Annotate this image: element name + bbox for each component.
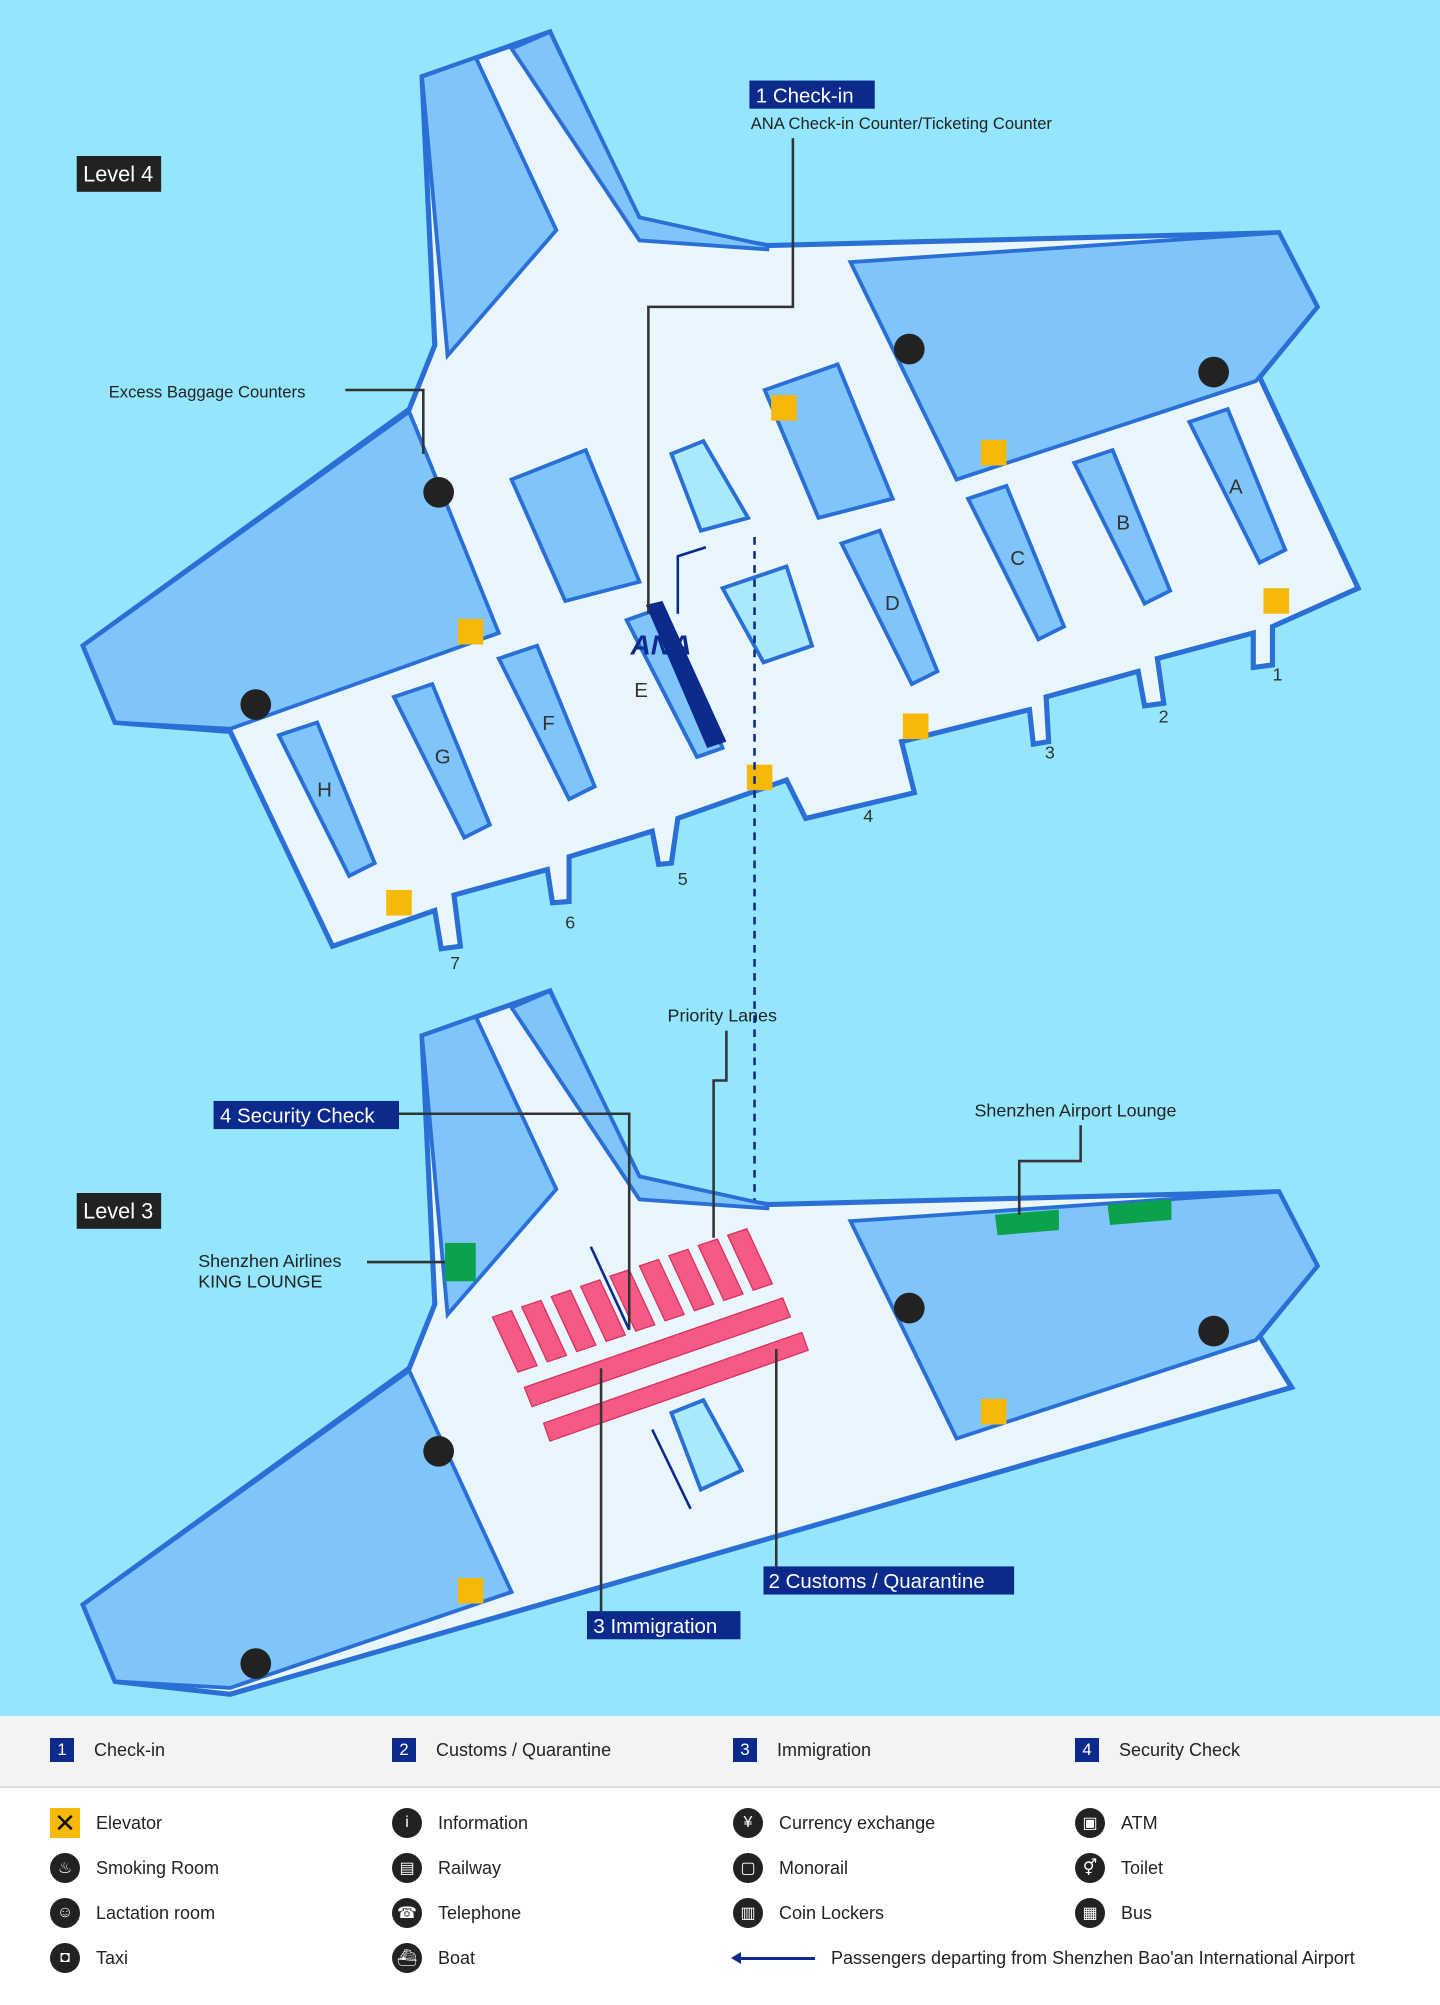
svg-text:6: 6 — [565, 912, 575, 932]
monorail-icon: ▢ — [733, 1853, 763, 1883]
legend-label: Taxi — [96, 1947, 129, 1968]
legend-toilet: ⚥ Toilet — [1075, 1853, 1163, 1883]
legend-coin-lockers: ▥ Coin Lockers — [733, 1898, 884, 1928]
boat-icon: ⛴ — [392, 1943, 422, 1973]
svg-text:2: 2 — [1159, 706, 1169, 726]
checkin-desc: ANA Check-in Counter/Ticketing Counter — [751, 114, 1053, 133]
legend-label: Monorail — [779, 1857, 849, 1878]
bus-icon: ▦ — [1075, 1898, 1105, 1928]
gate-labels: 1 2 3 4 5 6 7 — [450, 664, 1282, 973]
legend-label: Telephone — [438, 1902, 522, 1923]
svg-text:3: 3 — [1045, 742, 1055, 762]
taxi-icon: ◘ — [50, 1943, 80, 1973]
icon-legend: ✕ Elevator i Information ¥ Currency exchange ▣… — [0, 1788, 1440, 2005]
legend-boat: ⛴ Boat — [392, 1943, 475, 1973]
level-3-floor: Level 3 Priority Lanes 4 Security Check … — [76, 987, 1321, 1697]
svg-text:4: 4 — [863, 806, 873, 826]
elevator-icon: ✕ — [50, 1808, 80, 1838]
svg-text:5: 5 — [678, 869, 688, 889]
legend-currency-exchange: ¥ Currency exchange — [733, 1808, 935, 1838]
route-arrow-icon — [731, 1952, 815, 1964]
immigration-tag: 3 Immigration — [593, 1615, 717, 1638]
legend-label: Bus — [1121, 1902, 1153, 1923]
lactation-room-icon: ☺ — [50, 1898, 80, 1928]
legend-label: Railway — [438, 1857, 502, 1878]
legend-telephone: ☎ Telephone — [392, 1898, 521, 1928]
svg-text:B: B — [1116, 511, 1130, 534]
legend-monorail: ▢ Monorail — [733, 1853, 848, 1883]
svg-text:1: 1 — [1272, 664, 1282, 684]
elevator-icon — [457, 1398, 1007, 1604]
telephone-icon: ☎ — [392, 1898, 422, 1928]
smoking-room-icon: ♨ — [50, 1853, 80, 1883]
svg-text:D: D — [885, 592, 900, 615]
toilet-icon: ⚥ — [1075, 1853, 1105, 1883]
level-4-floor: ANA A B C D E F G H 1 2 3 4 5 6 7 Level — [76, 28, 1362, 973]
svg-text:F: F — [542, 712, 555, 735]
svg-text:E: E — [634, 679, 648, 702]
svg-text:A: A — [1229, 476, 1243, 499]
legend-route: Passengers departing from Shenzhen Bao'a… — [731, 1948, 1355, 1969]
legend-information: i Information — [392, 1808, 528, 1838]
svg-text:C: C — [1010, 547, 1025, 570]
toilet-icon — [240, 333, 1229, 720]
svg-text:G: G — [435, 745, 451, 768]
coin-lockers-icon: ▥ — [733, 1898, 763, 1928]
legend-label: Currency exchange — [779, 1812, 936, 1833]
customs-tag: 2 Customs / Quarantine — [769, 1570, 985, 1593]
ana-logo: ANA — [629, 630, 691, 661]
currency-exchange-icon: ¥ — [733, 1808, 763, 1838]
level-3-label: Level 3 — [83, 1199, 153, 1224]
excess-baggage-label: Excess Baggage Counters — [109, 383, 306, 402]
legend-label: Information — [438, 1812, 529, 1833]
airport-lounge-label: Shenzhen Airport Lounge — [974, 1100, 1176, 1120]
railway-icon: ▤ — [392, 1853, 422, 1883]
legend-label: Toilet — [1121, 1857, 1164, 1878]
security-check-tag: 4 Security Check — [220, 1105, 375, 1128]
toilet-icon — [240, 1292, 1229, 1679]
checkin-tag: 1 Check-in — [756, 84, 854, 107]
legend-smoking-room: ♨ Smoking Room — [50, 1853, 219, 1883]
king-lounge-label: Shenzhen Airlines — [198, 1251, 341, 1271]
legend-label: Smoking Room — [96, 1857, 220, 1878]
information-icon: i — [392, 1808, 422, 1838]
level-4-label: Level 4 — [83, 162, 153, 187]
legend-label: Lactation room — [96, 1902, 216, 1923]
priority-lanes-label: Priority Lanes — [668, 1006, 777, 1026]
svg-text:H: H — [317, 779, 332, 802]
elevator-icon — [386, 395, 1290, 916]
svg-text:7: 7 — [450, 953, 460, 973]
legend-lactation-room: ☺ Lactation room — [50, 1898, 215, 1928]
atm-icon: ▣ — [1075, 1808, 1105, 1838]
king-lounge-label-2: KING LOUNGE — [198, 1272, 322, 1292]
legend-label: Boat — [438, 1947, 476, 1968]
legend-bus: ▦ Bus — [1075, 1898, 1152, 1928]
legend-elevator: ✕ Elevator — [50, 1808, 162, 1838]
legend-atm: ▣ ATM — [1075, 1808, 1158, 1838]
legend-label: Elevator — [96, 1812, 163, 1833]
security-lanes — [491, 1228, 810, 1442]
terminal-map: ANA A B C D E F G H 1 2 3 4 5 6 7 Level — [76, 28, 1362, 1697]
counter-labels: A B C D E F G H — [317, 476, 1243, 802]
legend-railway: ▤ Railway — [392, 1853, 501, 1883]
legend-taxi: ◘ Taxi — [50, 1943, 128, 1973]
legend-label: ATM — [1121, 1812, 1158, 1833]
level-4-badge — [76, 156, 162, 192]
legend-label: Coin Lockers — [779, 1902, 885, 1923]
